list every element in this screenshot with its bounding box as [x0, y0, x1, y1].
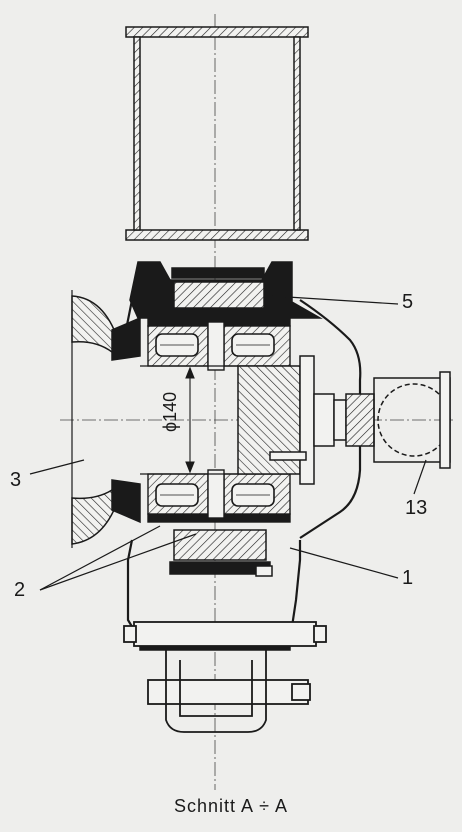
dimension-140 [185, 366, 195, 474]
section-caption: Schnitt A ÷ A [174, 796, 288, 816]
callout-13: 13 [405, 497, 428, 519]
center-lines [60, 14, 455, 790]
side-cylinder [345, 371, 451, 469]
dimension-label: ϕ140 [160, 391, 180, 432]
upper-cap [129, 261, 323, 319]
leader-lines [29, 295, 427, 591]
callout-3: 3 [10, 469, 22, 491]
callout-1: 1 [402, 567, 414, 589]
callout-2: 2 [14, 579, 26, 601]
callout-5: 5 [402, 291, 414, 313]
bearing-upper [147, 317, 291, 371]
top-tube [125, 26, 309, 241]
shaft-hub [140, 355, 347, 485]
bearing-lower [147, 469, 291, 523]
bottom-shackle [123, 621, 327, 733]
left-flange [71, 290, 141, 548]
